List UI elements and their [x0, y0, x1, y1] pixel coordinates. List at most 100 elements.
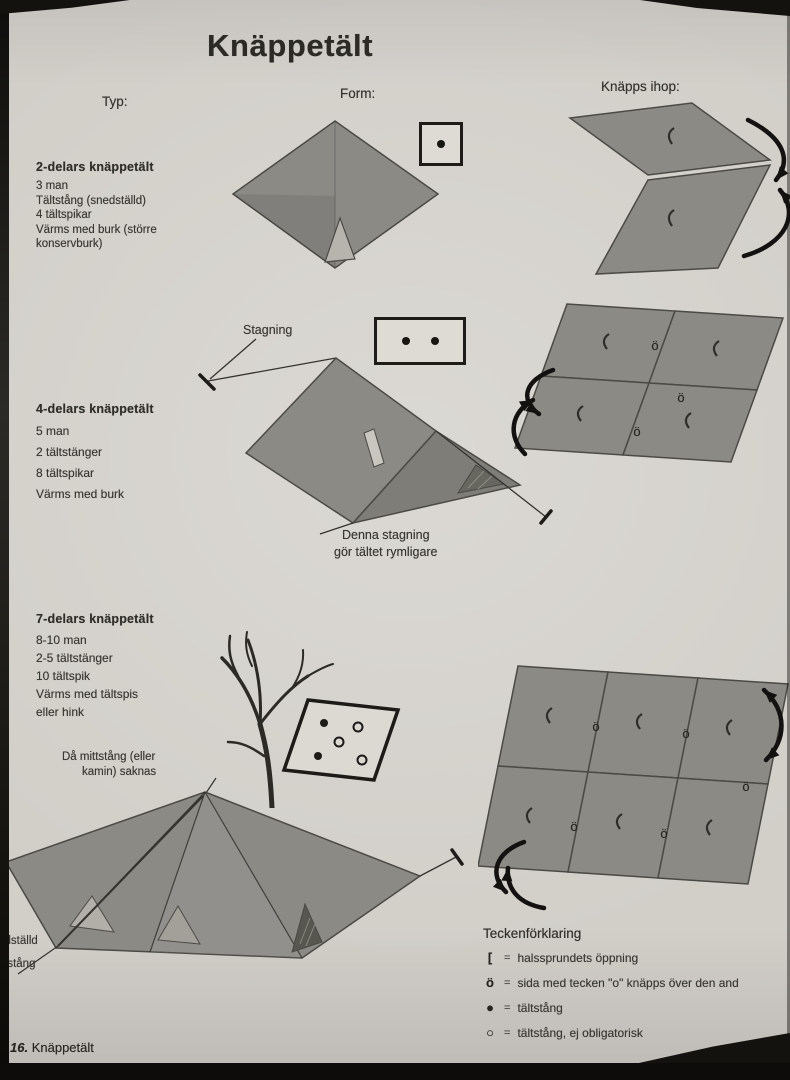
column-header-knapps-ihop: Knäpps ihop: [601, 79, 680, 94]
pavilion-silhouette [4, 791, 422, 959]
scan-corner-top-left [0, 0, 130, 14]
over-mark: ö [651, 338, 658, 353]
legend-item: ö = sida med tecken "o" knäpps över den … [483, 975, 739, 990]
halssprund-symbol: [ [487, 950, 493, 965]
page-footer: 16. Knäppetält [10, 1040, 94, 1055]
over-mark: ö [633, 424, 640, 439]
tent-opening [157, 905, 201, 945]
over-symbol: ö [486, 975, 494, 990]
equals-sign: = [504, 1026, 511, 1039]
label-pointer-line [209, 338, 257, 380]
legend-item: ○ = tältstång, ej obligatorisk [483, 1025, 739, 1040]
guy-line [319, 522, 354, 535]
tent-gable [350, 430, 522, 525]
pavilion-tent-diagram [0, 776, 472, 993]
arrowhead [492, 878, 506, 892]
note-line: snedställd [0, 935, 38, 947]
halssprund-mark [635, 713, 643, 730]
tent-stake [539, 509, 553, 525]
halssprund-mark [705, 819, 713, 836]
note-pointer-line [205, 777, 217, 794]
legend: Teckenförklaring [ = halssprundets öppni… [483, 926, 739, 1050]
spec-line: eller hink [36, 705, 85, 719]
tree-branch [291, 649, 305, 689]
caption-line: gör tältet rymligare [334, 545, 438, 559]
legend-text: tältstång, ej obligatorisk [517, 1025, 643, 1040]
pole-dot [401, 337, 410, 345]
label-pointer-line [17, 945, 59, 975]
guy-line [207, 357, 337, 382]
optional-pole-circle [333, 736, 345, 748]
over-mark: ö [742, 779, 749, 794]
caption-line: Denna stagning [341, 528, 430, 542]
guy-line [419, 855, 459, 877]
slanted-pole-line [57, 795, 204, 947]
join-diagram-4-panels: ö ö ö [505, 292, 790, 497]
equals-sign: = [504, 976, 511, 989]
legend-text: sida med tecken "o" knäpps över den and [517, 975, 739, 990]
over-mark: ö [570, 819, 577, 834]
mittstang-note: Då mittstång (eller kamin) saknas [62, 750, 156, 780]
tree-branch [307, 663, 334, 677]
fold-arrow [505, 865, 547, 911]
tree-branch [246, 638, 262, 726]
arrowhead [518, 400, 533, 412]
halssprund-mark [667, 209, 675, 227]
type-heading: 4-delars knäppetält [36, 402, 154, 416]
halssprund-mark [615, 813, 623, 830]
join-diagram-6-panels: ö ö ö ö ö [477, 646, 790, 925]
legend-title: Teckenförklaring [483, 926, 582, 941]
over-mark: ö [660, 826, 667, 841]
pole-dot [314, 752, 322, 760]
equals-sign: = [504, 951, 511, 964]
spec-line: 10 tältspik [36, 669, 91, 683]
tent-stake [198, 373, 216, 391]
fold-line [204, 791, 303, 959]
halssprund-mark [684, 412, 692, 429]
arrowhead [501, 868, 513, 882]
join-diagram-2-panels [552, 98, 790, 281]
ridge-tent-diagram [168, 333, 568, 545]
optional-pole-symbol: ○ [486, 1025, 494, 1040]
tree-branch [226, 740, 266, 758]
tent-panel [594, 164, 772, 275]
pyramid-shade [233, 194, 335, 268]
type-heading: 2-delars knäppetält [36, 160, 154, 174]
spec-line: 4 tältspikar [36, 209, 92, 221]
tent-door-opening [324, 216, 356, 263]
halssprund-mark [602, 333, 610, 350]
scan-corner-top-right [640, 0, 790, 16]
spec-line: 2 tältstänger [36, 445, 103, 459]
tent-panel [657, 777, 769, 885]
legend-item: [ = halssprundets öppning [483, 950, 739, 965]
scan-edge-left [0, 0, 9, 1080]
stagning-label: Stagning [243, 323, 293, 337]
scan-edge-bottom [0, 1063, 790, 1080]
spec-line: 8 tältspikar [36, 466, 95, 480]
legend-text: tältstång [517, 1000, 563, 1015]
type-block-4-delars: 4-delars knäppetält 5 man 2 tältstänger … [36, 402, 154, 505]
legend-item: ● = tältstång [483, 1000, 739, 1015]
pole-symbol: ● [486, 1000, 494, 1015]
footer-title: Knäppetält [31, 1040, 94, 1055]
note-line: Då mittstång (eller [62, 751, 156, 763]
halssprund-mark [545, 707, 553, 724]
pole-dot [430, 337, 439, 345]
type-block-2-delars: 2-delars knäppetält 3 man Tältstång (sne… [36, 160, 157, 252]
icon-outline [281, 698, 401, 782]
type-heading: 7-delars knäppetält [36, 612, 154, 626]
bare-tree-drawing [200, 606, 335, 813]
scan-edge-right [787, 0, 790, 1080]
spec-line: 5 man [36, 424, 70, 438]
tent-panel [621, 382, 759, 463]
halssprund-mark [576, 405, 584, 422]
tree-branch [245, 631, 253, 667]
arrowhead [766, 747, 780, 760]
over-mark: ö [677, 390, 684, 405]
one-pole-square-icon [419, 122, 463, 166]
legend-text: halssprundets öppning [517, 950, 639, 965]
column-header-typ: Typ: [102, 94, 128, 109]
pyramid-tent-diagram [228, 116, 443, 279]
equals-sign: = [504, 1001, 511, 1014]
